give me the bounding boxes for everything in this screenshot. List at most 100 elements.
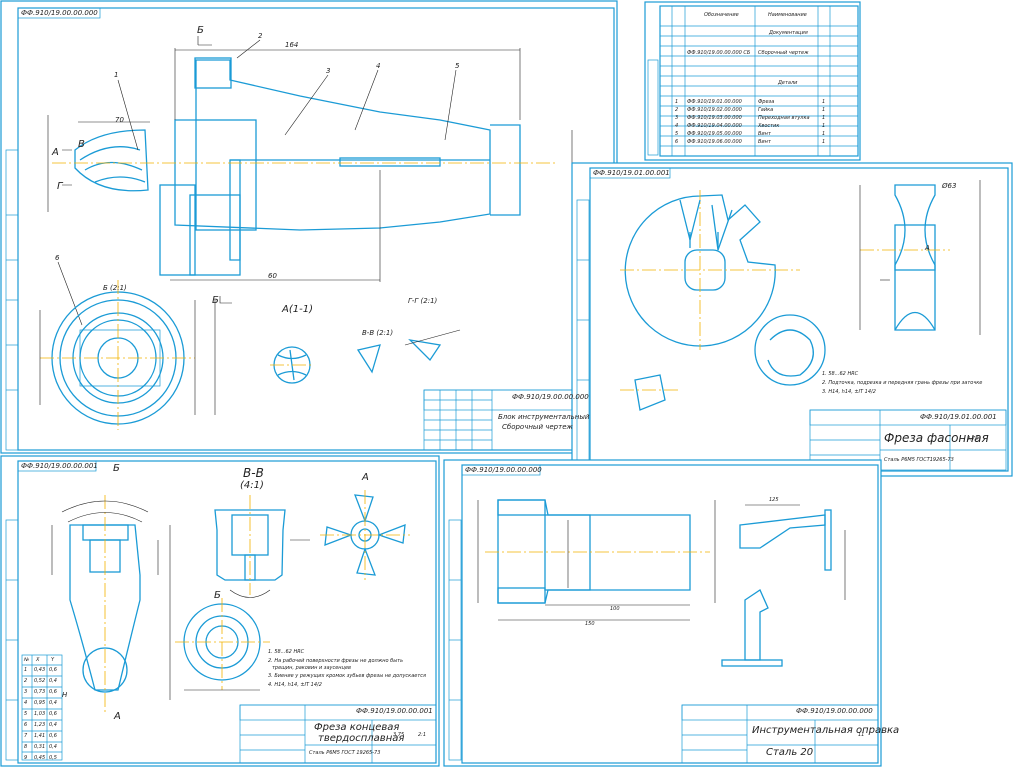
main-title-line1: Блок инструментальный bbox=[498, 413, 590, 421]
callout-5: 5 bbox=[455, 62, 460, 70]
spec-row5-code: ФФ.910/19.05.00.000 bbox=[687, 131, 742, 137]
endmill-table-cell: 2 bbox=[24, 678, 28, 684]
endmill-table-cell: 9 bbox=[24, 755, 28, 761]
endmill-table-cell: 1,41 bbox=[34, 733, 46, 739]
endmill-scale: 3,75 bbox=[393, 732, 405, 738]
mandrel-dim-100: 100 bbox=[610, 606, 620, 612]
cutter-doc-stamp: ФФ.910/19.01.00.001 bbox=[593, 169, 670, 177]
endmill-label-a-bottom: A bbox=[114, 711, 121, 722]
view-label-g: Г bbox=[57, 181, 63, 192]
endmill-material: Сталь Р6М5 ГОСТ 19265-73 bbox=[309, 750, 381, 756]
endmill-note-5: 4. H14, h14, ±IT 14/2 bbox=[268, 682, 322, 688]
endmill-title-line2: твердосплавная bbox=[318, 733, 405, 744]
spec-row1-qty: 1 bbox=[822, 99, 826, 105]
mandrel-sheet: 11 bbox=[858, 732, 865, 738]
spec-row3-code: ФФ.910/19.03.00.000 bbox=[687, 115, 742, 121]
endmill-note-2: 2. На рабочей поверхности фрезы не должн… bbox=[268, 658, 404, 664]
main-doc-code-stamp: ФФ.910/19.00.00.000 bbox=[21, 9, 98, 17]
endmill-title-doc-code: ФФ.910/19.00.00.001 bbox=[356, 707, 433, 715]
sheet-mandrel bbox=[443, 459, 882, 767]
spec-row4-code: ФФ.910/19.04.00.000 bbox=[687, 123, 742, 129]
section-b-scale: Б (2:1) bbox=[103, 284, 127, 292]
spec-row6-pos: 6 bbox=[675, 139, 679, 145]
spec-row5-name: Винт bbox=[758, 131, 771, 137]
spec-row2-code: ФФ.910/19.02.00.000 bbox=[687, 107, 742, 113]
endmill-table-cell: 7 bbox=[24, 733, 28, 739]
endmill-title-line1: Фреза концевая bbox=[314, 722, 400, 733]
cutter-label-a: A bbox=[925, 244, 930, 252]
callout-4: 4 bbox=[376, 62, 381, 70]
endmill-sheet: 2:1 bbox=[418, 732, 427, 738]
endmill-table-cell: 0,52 bbox=[34, 678, 46, 684]
sheet-end-mill bbox=[0, 455, 440, 767]
spec-row6-qty: 1 bbox=[822, 139, 826, 145]
dim-70: 70 bbox=[115, 116, 124, 124]
sheet-form-cutter bbox=[571, 162, 1013, 477]
endmill-label-h: Н bbox=[62, 691, 68, 699]
cutter-dim-d63: Ø63 bbox=[942, 182, 957, 190]
spec-section-docs: Документация bbox=[769, 30, 808, 36]
endmill-table-cell: 0,73 bbox=[34, 689, 46, 695]
endmill-note-4: 3. Биение у режущих кромок зубьев фрезы … bbox=[268, 673, 427, 679]
section-label-b-top: Б bbox=[197, 25, 204, 36]
dim-60: 60 bbox=[268, 272, 277, 280]
endmill-doc-stamp: ФФ.910/19.00.00.001 bbox=[21, 462, 98, 470]
mandrel-title-doc-code: ФФ.910/19.00.00.000 bbox=[796, 707, 873, 715]
endmill-table-cell: 3 bbox=[24, 689, 28, 695]
main-title-line2: Сборочный чертеж bbox=[502, 423, 573, 431]
endmill-table-cell: 0,45 bbox=[34, 755, 46, 761]
endmill-table-cell: 0,6 bbox=[49, 711, 57, 717]
callout-6: 6 bbox=[55, 254, 60, 262]
spec-row4-pos: 4 bbox=[675, 123, 679, 129]
section-label-b-bottom: Б bbox=[212, 295, 219, 306]
endmill-label-b-view: Б bbox=[214, 590, 221, 601]
endmill-table-cell: 8 bbox=[24, 744, 28, 750]
mandrel-dim-150: 150 bbox=[585, 621, 595, 627]
endmill-table-cell: 0,4 bbox=[49, 678, 57, 684]
mandrel-title: Инструментальная оправка bbox=[752, 725, 900, 736]
endmill-table-cell: 1 bbox=[24, 667, 28, 673]
cutter-note-2: 2. Подточка, подрезка и передняя грань ф… bbox=[822, 380, 983, 386]
endmill-table-cell: 6 bbox=[24, 722, 28, 728]
spec-row3-qty: 1 bbox=[822, 115, 826, 121]
view-gg-title: Г-Г (2:1) bbox=[408, 297, 438, 305]
view-a-title: A(1-1) bbox=[282, 304, 313, 315]
spec-row3-pos: 3 bbox=[675, 115, 679, 121]
spec-row5-qty: 1 bbox=[822, 131, 826, 137]
endmill-table-cell: 0,4 bbox=[49, 722, 57, 728]
spec-row1-pos: 1 bbox=[675, 99, 679, 105]
endmill-note-3: трещин, раковин и заусенцев bbox=[272, 665, 351, 671]
spec-row2-pos: 2 bbox=[675, 107, 679, 113]
endmill-table-cell: 1,23 bbox=[34, 722, 46, 728]
main-title-doc-code: ФФ.910/19.00.00.000 bbox=[512, 393, 589, 401]
cutter-scale: 3,75 bbox=[967, 436, 979, 442]
endmill-table-cell: 0,43 bbox=[34, 667, 46, 673]
spec-row1-code: ФФ.910/19.01.00.000 bbox=[687, 99, 742, 105]
callout-1: 1 bbox=[114, 71, 119, 79]
endmill-label-a: A bbox=[362, 472, 369, 483]
mandrel-doc-stamp: ФФ.910/19.00.00.000 bbox=[465, 466, 542, 474]
sheet-specification bbox=[644, 1, 861, 161]
spec-row6-code: ФФ.910/19.06.00.000 bbox=[687, 139, 742, 145]
callout-2: 2 bbox=[258, 32, 263, 40]
view-vv-title: В-В (2:1) bbox=[362, 329, 394, 337]
spec-row1-name: Фреза bbox=[758, 99, 775, 105]
endmill-table-cell: 0,6 bbox=[49, 733, 57, 739]
endmill-table-cell: 0,4 bbox=[49, 700, 57, 706]
spec-row4-qty: 1 bbox=[822, 123, 826, 129]
endmill-table-cell: 0,31 bbox=[34, 744, 46, 750]
callout-3: 3 bbox=[326, 67, 331, 75]
view-label-v: В bbox=[78, 139, 85, 150]
view-label-a: A bbox=[52, 147, 59, 158]
cutter-title-doc-code: ФФ.910/19.01.00.001 bbox=[920, 413, 997, 421]
endmill-label-b-top: Б bbox=[113, 463, 120, 474]
spec-doc-row-code: ФФ.910/19.00.00.000 СБ bbox=[687, 50, 751, 56]
spec-row2-qty: 1 bbox=[822, 107, 826, 113]
spec-row2-name: Гайка bbox=[758, 107, 774, 113]
endmill-section-bb: В-В bbox=[243, 466, 264, 480]
endmill-table-cell: 1,03 bbox=[34, 711, 46, 717]
cutter-material: Сталь Р6М5 ГОСТ19265-73 bbox=[884, 457, 954, 463]
spec-col-name: Наименование bbox=[768, 12, 807, 18]
endmill-table-cell: 5 bbox=[24, 711, 28, 717]
endmill-table-cell: 4 bbox=[24, 700, 28, 706]
